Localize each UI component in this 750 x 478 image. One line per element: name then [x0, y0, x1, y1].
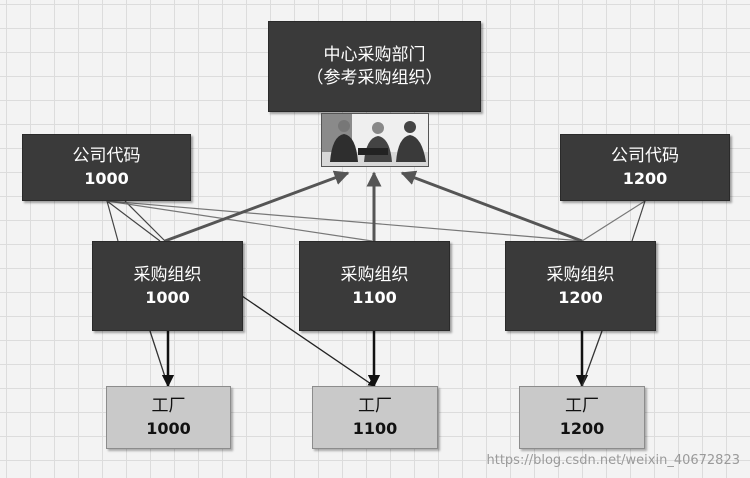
purchasing-org-label: 采购组织 — [133, 264, 202, 285]
line-cc1000-po1100 — [106, 200, 373, 242]
watermark: https://blog.csdn.net/weixin_40672823 — [486, 453, 740, 468]
purchasing-org-1000-box: 采购组织 1000 — [92, 241, 243, 331]
line-cc1000-po1000b — [106, 200, 161, 242]
meeting-photo — [321, 113, 429, 167]
purchasing-org-1100-box: 采购组织 1100 — [299, 241, 450, 331]
purchasing-org-code: 1000 — [145, 287, 190, 307]
purchasing-org-1200-box: 采购组织 1200 — [505, 241, 656, 331]
central-title: 中心采购部门 — [323, 44, 426, 65]
line-cc1000-po1000c — [124, 200, 166, 242]
line-cc1200-po1200b — [631, 200, 646, 242]
purchasing-org-code: 1100 — [352, 287, 397, 307]
purchasing-org-code: 1200 — [558, 287, 603, 307]
arrow-po1000-plant1100 — [241, 295, 375, 387]
line-po1200-plant1200 — [581, 330, 603, 387]
plant-code: 1200 — [559, 419, 605, 439]
line-cc1000-po1000a — [106, 200, 119, 242]
central-subtitle: （参考采购组织） — [306, 67, 443, 88]
company-code-1000-box: 公司代码 1000 — [22, 134, 191, 201]
company-code-label: 公司代码 — [611, 146, 679, 167]
plant-code: 1000 — [146, 419, 191, 439]
meeting-people-icon — [322, 114, 428, 166]
company-code-value: 1200 — [622, 169, 668, 189]
central-purchasing-box: 中心采购部门 （参考采购组织） — [268, 21, 481, 112]
plant-1200-box: 工厂 1200 — [519, 386, 645, 449]
line-cc1200-po1200a — [581, 200, 646, 242]
plant-label: 工厂 — [151, 396, 186, 417]
purchasing-org-label: 采购组织 — [340, 264, 409, 285]
purchasing-org-label: 采购组织 — [546, 264, 615, 285]
company-code-1200-box: 公司代码 1200 — [560, 134, 730, 201]
plant-label: 工厂 — [358, 396, 392, 417]
line-po1000-plant1000 — [149, 330, 169, 387]
company-code-value: 1000 — [84, 169, 129, 189]
arrow-po1200-central — [400, 170, 583, 243]
plant-1000-box: 工厂 1000 — [106, 386, 231, 449]
arrow-po1000-central — [164, 170, 350, 243]
plant-1100-box: 工厂 1100 — [312, 386, 438, 449]
company-code-label: 公司代码 — [72, 146, 141, 167]
plant-code: 1100 — [352, 419, 398, 439]
line-cc1000-po1200 — [106, 200, 583, 242]
plant-label: 工厂 — [565, 396, 599, 417]
